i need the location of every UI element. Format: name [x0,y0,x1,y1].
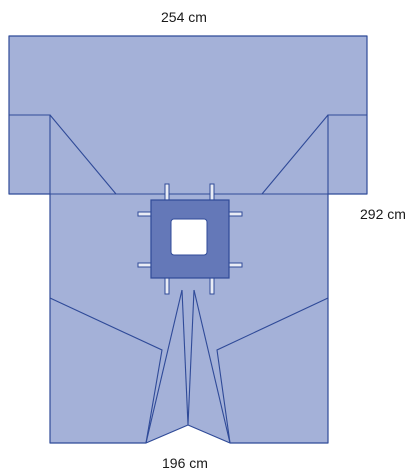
center-pleat-4 [193,289,231,444]
tab-top-right [209,183,215,203]
left-diagonal-fold [49,114,117,195]
tab-left-upper [137,211,153,217]
length-label: 292 cm [360,206,406,222]
tab-bottom-right [209,275,215,295]
right-diagonal-fold [261,114,329,195]
center-pleat-3 [187,289,195,426]
fenestration-opening [170,218,208,256]
bottom-width-label: 196 cm [162,455,208,471]
top-width-label: 254 cm [161,9,207,25]
lower-right-fold [216,297,329,444]
tab-top-left [164,183,170,203]
tab-right-upper [227,211,243,217]
center-pleat-2 [181,289,189,426]
tab-left-lower [137,262,153,268]
center-pleat-1 [145,289,183,444]
tab-right-lower [227,262,243,268]
lower-left-fold [49,297,163,444]
tab-bottom-left [164,275,170,295]
